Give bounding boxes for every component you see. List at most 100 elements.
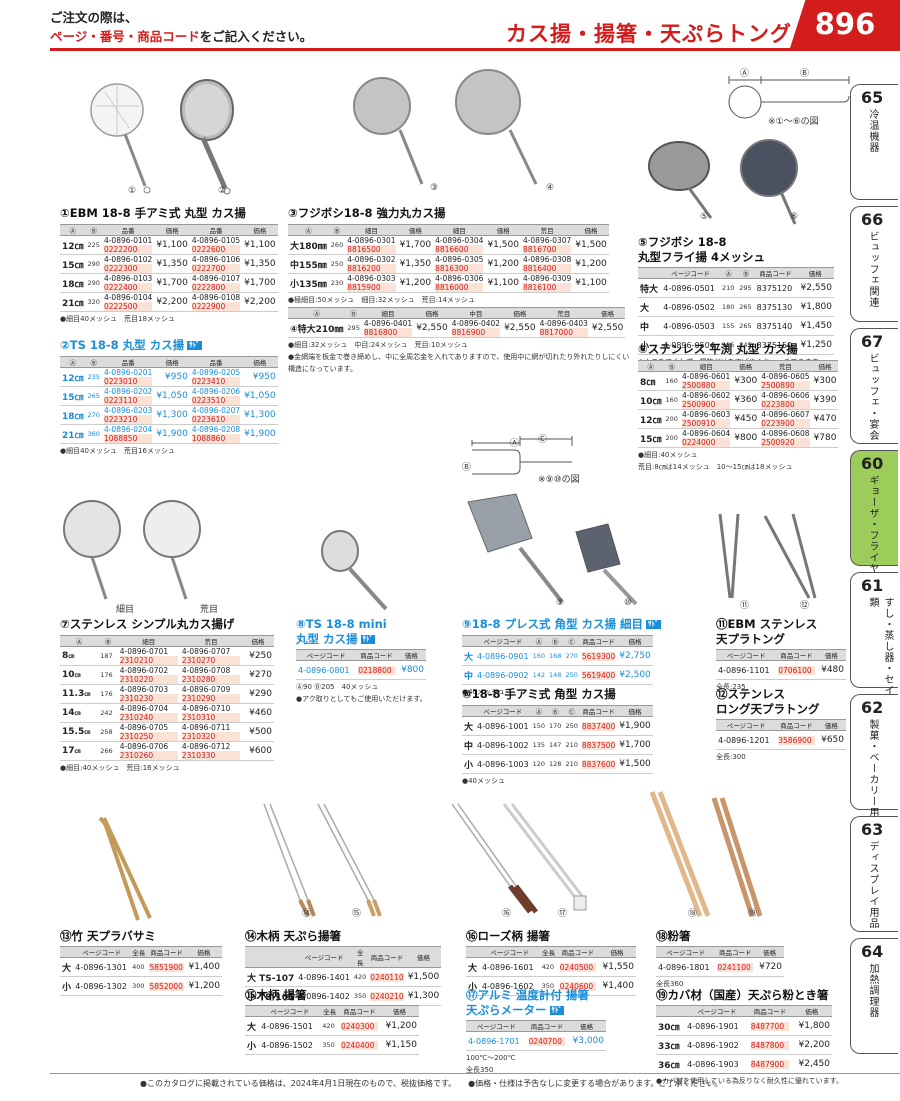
page-header: ご注文の際は、 ページ・番号・商品コードをご記入ください。 カス揚・揚箸・天ぷら… bbox=[0, 0, 900, 52]
strainer-7-fine-image bbox=[63, 500, 121, 600]
strainer-2-image bbox=[180, 79, 234, 195]
strainer-5-image bbox=[648, 141, 713, 219]
strainer-9-image bbox=[467, 493, 564, 604]
tongs-11-image bbox=[718, 513, 740, 599]
chopsticks-16-17-image bbox=[451, 803, 587, 914]
footer-rule bbox=[50, 1073, 900, 1074]
header-rule bbox=[50, 48, 900, 51]
chopsticks-18-19-image bbox=[649, 791, 763, 917]
strainer-6-image bbox=[740, 139, 798, 225]
product-12: ⑫ステンレス ロング天プラトング ページコード商品コード価格 4-0896-12… bbox=[716, 687, 846, 761]
product-11: ⑪EBM ステンレス 天プラトング ページコード商品コード価格 4-0896-1… bbox=[716, 617, 846, 691]
dimension-diagram-1 bbox=[728, 76, 850, 119]
strainer-4-image bbox=[455, 69, 538, 185]
page-number: 896 bbox=[790, 0, 900, 48]
bamboo-tongs-13-image bbox=[98, 816, 152, 921]
product-17: ⑰アルミ 温度計付 揚箸 天ぷらメーターｻﾄﾞ ページコード商品コード価格 4-… bbox=[466, 988, 606, 1074]
chopsticks-14-15-image bbox=[263, 803, 382, 917]
strainer-10-image bbox=[575, 523, 638, 606]
dimension-diagram-2 bbox=[471, 436, 573, 475]
strainer-8-image bbox=[321, 530, 388, 611]
strainer-3-image bbox=[353, 77, 424, 185]
product-8: ⑧TS 18-8 mini 丸型 カス揚ｻﾄﾞ ページコード商品コード価格 4-… bbox=[296, 617, 427, 703]
footer-notes: ●このカタログに掲載されている価格は、2024年4月1日現在のもので、税抜価格で… bbox=[140, 1079, 723, 1088]
strainer-7-coarse-image bbox=[143, 500, 201, 600]
tongs-12-image bbox=[763, 513, 817, 599]
